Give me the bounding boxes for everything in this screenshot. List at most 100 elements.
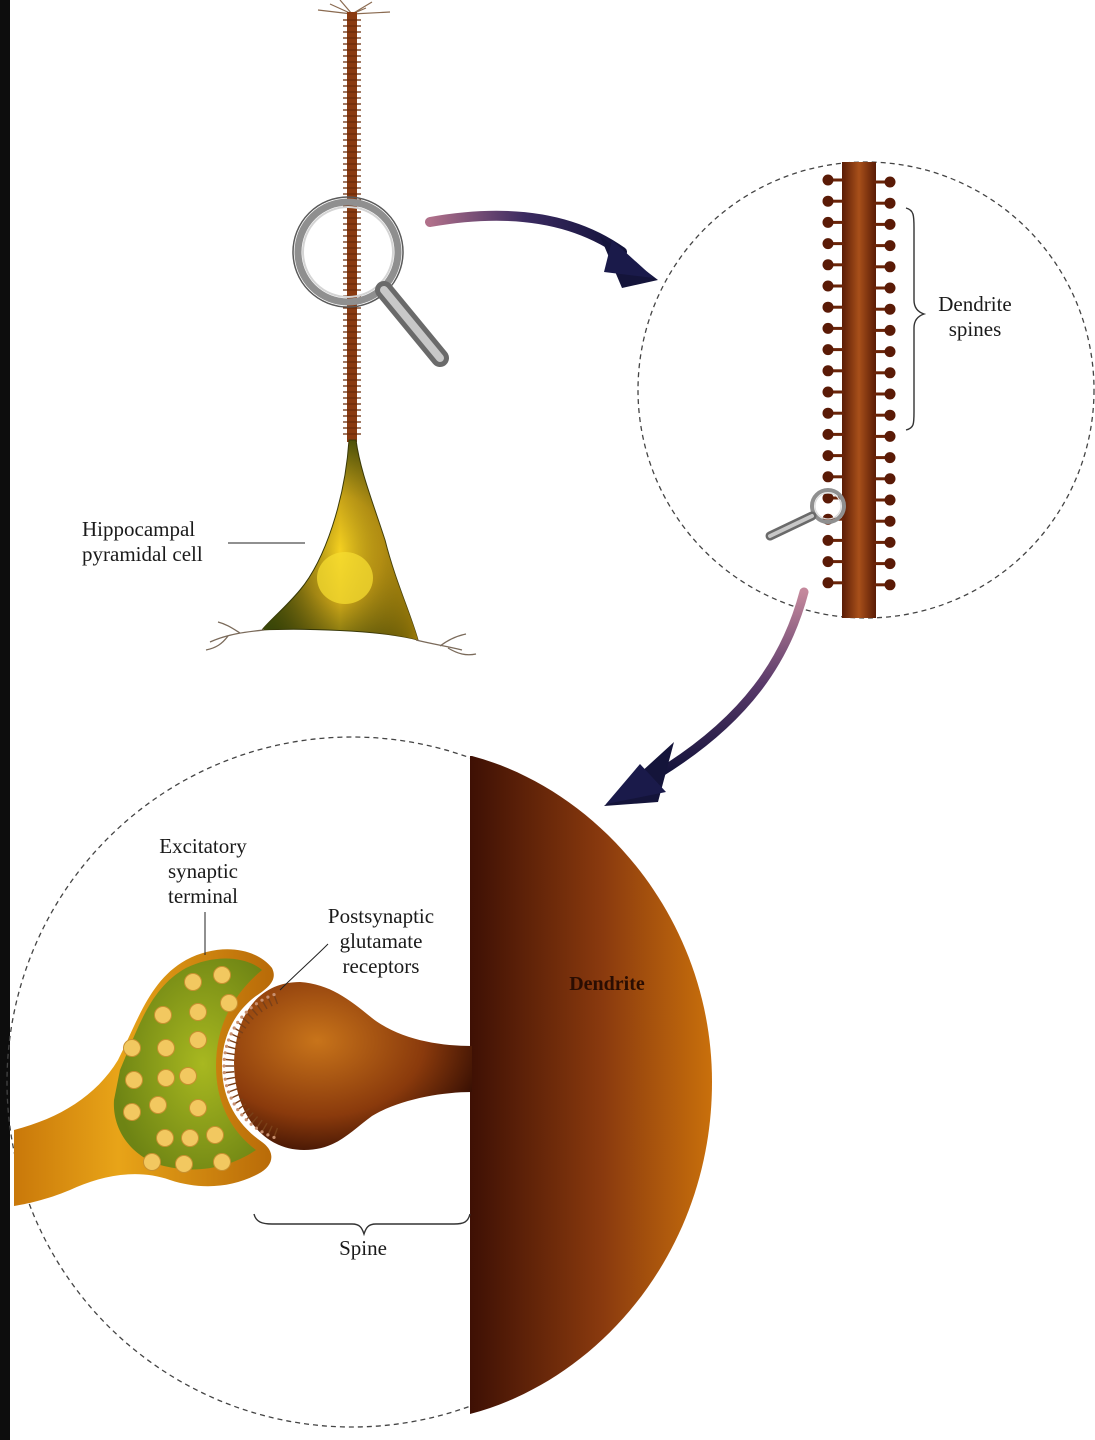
vesicle: [185, 974, 202, 991]
vesicle: [182, 1130, 199, 1147]
vesicle: [190, 1100, 207, 1117]
vesicle: [158, 1070, 175, 1087]
vesicle: [158, 1040, 175, 1057]
spine-head: [885, 240, 896, 251]
spine-head: [823, 302, 834, 313]
label-dendrite: Dendrite: [552, 972, 662, 996]
receptor-tip: [223, 1071, 226, 1074]
label-postsynaptic-line3: receptors: [306, 954, 456, 979]
label-dendrite-spines-line2: spines: [920, 317, 1030, 342]
receptor-tip: [245, 1011, 248, 1014]
spine-head: [823, 450, 834, 461]
receptor-tip: [224, 1078, 227, 1081]
vesicle: [144, 1154, 161, 1171]
label-pyramidal-cell-line2: pyramidal cell: [82, 542, 203, 567]
spine-head: [885, 537, 896, 548]
receptor-tip: [266, 1133, 269, 1136]
nucleus: [317, 552, 373, 604]
spine-head: [885, 389, 896, 400]
receptor-tip: [230, 1032, 233, 1035]
zoom-arrow-1: [430, 216, 658, 288]
spine-head: [885, 261, 896, 272]
vesicle: [221, 995, 238, 1012]
receptor-tip: [233, 1026, 236, 1029]
apical-tuft: [318, 0, 390, 14]
spine-head: [885, 558, 896, 569]
magnifier-icon: [293, 197, 440, 358]
spine: [234, 982, 472, 1150]
label-pyramidal-cell: Hippocampal pyramidal cell: [82, 517, 203, 567]
spine-head: [885, 198, 896, 209]
receptor-tip: [250, 1006, 253, 1009]
vesicle: [157, 1130, 174, 1147]
receptor-tip: [225, 1084, 228, 1087]
apical-dendrite: [347, 12, 357, 442]
label-dendrite-spines: Dendrite spines: [920, 292, 1030, 342]
vesicle: [214, 967, 231, 984]
spine-head: [885, 367, 896, 378]
spine-head: [885, 177, 896, 188]
spine-head: [823, 175, 834, 186]
spine-head: [823, 387, 834, 398]
spine-head: [823, 238, 834, 249]
receptor-tip: [240, 1016, 243, 1019]
receptor-tip: [245, 1118, 248, 1121]
vesicle: [124, 1040, 141, 1057]
spine-head: [885, 346, 896, 357]
spine-head: [823, 196, 834, 207]
receptor-tip: [227, 1090, 230, 1093]
label-pyramidal-cell-line1: Hippocampal: [82, 517, 203, 542]
receptor-tip: [227, 1038, 230, 1041]
spine-head: [823, 281, 834, 292]
spine-head: [885, 325, 896, 336]
receptor-tip: [260, 999, 263, 1002]
label-excitatory-line3: terminal: [138, 884, 268, 909]
label-excitatory-line1: Excitatory: [138, 834, 268, 859]
dendrite-segment: [470, 756, 712, 1414]
vesicle: [155, 1007, 172, 1024]
spine-head: [823, 217, 834, 228]
spine-head: [823, 577, 834, 588]
receptor-tip: [224, 1051, 227, 1054]
spine-head: [885, 579, 896, 590]
spine-head: [885, 410, 896, 421]
basal-dendrite-left: [206, 622, 264, 650]
receptor-tip: [255, 1002, 258, 1005]
receptor-tip: [222, 1064, 225, 1067]
receptor-tip: [236, 1021, 239, 1024]
dendrite-shaft: [842, 162, 876, 618]
dendrite-zoom-panel: [638, 162, 1094, 618]
vesicle: [214, 1154, 231, 1171]
receptor-tip: [250, 1123, 253, 1126]
receptor-tip: [240, 1113, 243, 1116]
spine-head: [823, 556, 834, 567]
receptor-tip: [272, 1136, 275, 1139]
vesicle: [176, 1156, 193, 1173]
receptor-tip: [272, 993, 275, 996]
vesicle: [180, 1068, 197, 1085]
receptor-tip: [236, 1108, 239, 1111]
vesicle: [190, 1004, 207, 1021]
vesicle: [150, 1097, 167, 1114]
spine-head: [823, 535, 834, 546]
vesicle: [124, 1104, 141, 1121]
pyramidal-neuron: [206, 0, 476, 655]
receptor-tip: [233, 1102, 236, 1105]
spine-head: [823, 259, 834, 270]
receptor-tip: [266, 996, 269, 999]
spine-bracket: [254, 1214, 470, 1234]
label-excitatory-terminal: Excitatory synaptic terminal: [138, 834, 268, 910]
basal-dendrite-right: [416, 634, 476, 655]
spine-head: [885, 283, 896, 294]
receptor-tip: [223, 1058, 226, 1061]
spine-head: [885, 516, 896, 527]
receptor-tip: [260, 1130, 263, 1133]
spine-head: [823, 344, 834, 355]
vesicle: [190, 1032, 207, 1049]
spine-head: [823, 323, 834, 334]
label-excitatory-line2: synaptic: [138, 859, 268, 884]
spine-head: [823, 471, 834, 482]
spine-head: [885, 219, 896, 230]
vesicle: [207, 1127, 224, 1144]
spine-head: [885, 431, 896, 442]
